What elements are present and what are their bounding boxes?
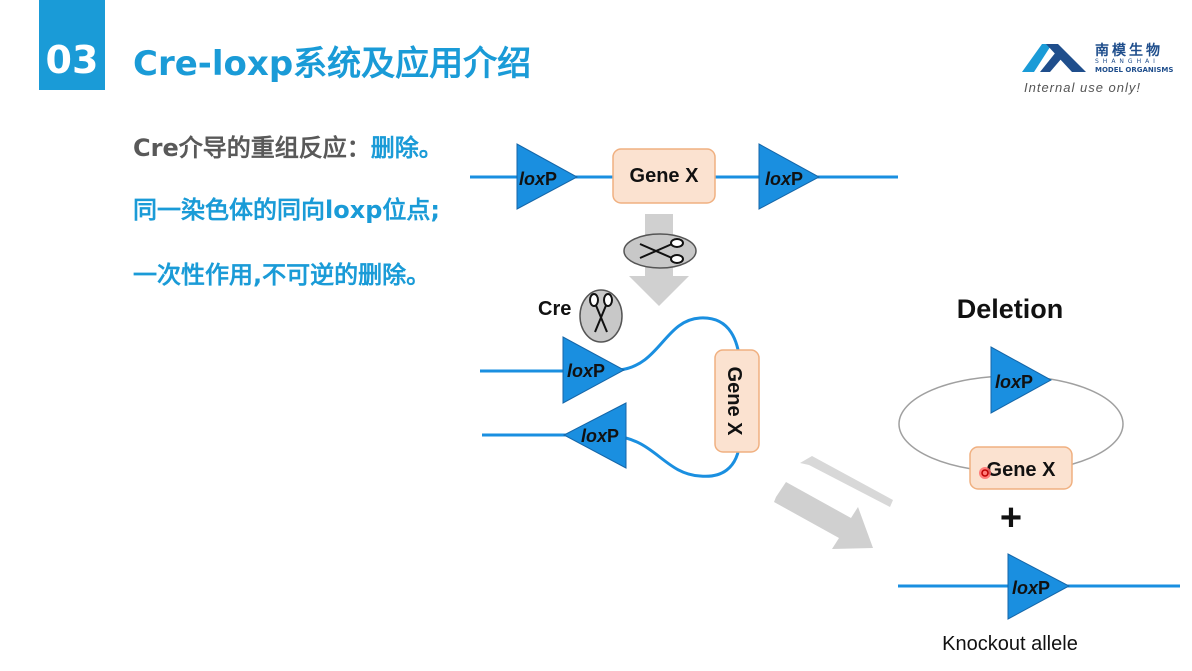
- slide-number: 03: [45, 38, 99, 82]
- gene-box-loop: [714, 349, 760, 453]
- bullet-line-3: 一次性作用,不可逆的删除。: [133, 261, 431, 289]
- bullet-line-1: Cre介导的重组反应：删除。: [133, 128, 443, 163]
- logo-chinese-name: 南模生物: [1095, 43, 1163, 59]
- knockout-label: Knockout allele: [942, 633, 1078, 655]
- loxp-site-loop-lower: [562, 402, 627, 469]
- gene-label-loop: Gene X: [723, 367, 745, 437]
- loxp-label-loop-lower: loxP: [581, 426, 619, 446]
- cursor-highlight-dot: [979, 467, 991, 479]
- reverse-reaction-arrow: [800, 456, 893, 507]
- gene-box-top: [612, 148, 716, 204]
- slide-title: Cre-loxp系统及应用介绍: [133, 44, 532, 84]
- loxp-label-loop-upper: loxP: [567, 361, 605, 381]
- scissors-icon: [639, 238, 684, 264]
- bullet-line-1-highlight: 删除。: [370, 134, 443, 162]
- loxp-site-loop-upper: [562, 336, 626, 404]
- gene-label-top: Gene X: [630, 165, 700, 187]
- loxp-site-top-right: [758, 143, 821, 210]
- gene-box-circle: [969, 446, 1073, 490]
- loxp-label-top-right: loxP: [765, 169, 803, 189]
- internal-use-note: Internal use only!: [1024, 80, 1142, 95]
- loxp-site-top-left: [516, 143, 579, 210]
- bullet-line-2: 同一染色体的同向loxp位点;: [133, 196, 440, 224]
- cursor-ring: [981, 469, 989, 477]
- cre-enzyme-ellipse-top: [623, 233, 697, 269]
- logo-english-line1: SHANGHAI: [1095, 58, 1159, 65]
- loxp-label-circle: loxP: [995, 372, 1033, 392]
- loxp-label-knockout: loxP: [1012, 578, 1050, 598]
- loxp-site-circle: [990, 346, 1053, 414]
- deletion-title: Deletion: [957, 294, 1064, 324]
- slide-number-badge: 03: [39, 30, 105, 90]
- loxp-label-top-left: loxP: [519, 169, 557, 189]
- cre-scissors-icon: [589, 293, 613, 333]
- forward-reaction-arrow: [774, 482, 873, 549]
- company-logo-icon: [1022, 44, 1086, 72]
- bullet-line-1-prefix: Cre介导的重组反应：: [133, 134, 371, 162]
- loxp-site-knockout: [1007, 553, 1071, 620]
- plus-sign: +: [1000, 497, 1022, 539]
- logo-english-line2: MODEL ORGANISMS: [1095, 66, 1174, 74]
- gene-label-circle: Gene X: [987, 459, 1057, 481]
- cre-label: Cre: [538, 298, 571, 320]
- badge-top-bar: [39, 0, 105, 30]
